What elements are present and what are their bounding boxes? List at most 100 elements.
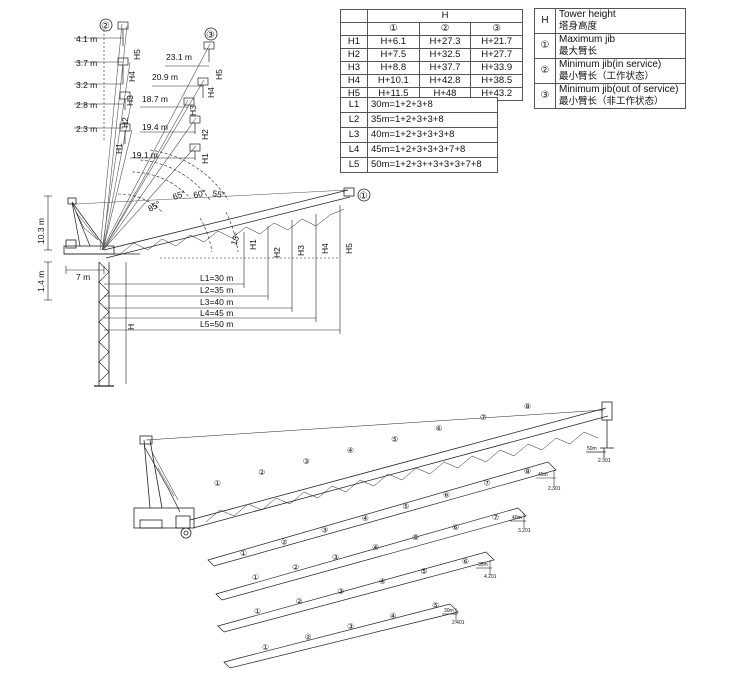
radius-dimensions [74,30,209,159]
jib-config-bars [207,461,557,669]
row-label: H1 [340,35,368,49]
cell: H+27.7 [470,48,523,62]
legend-symbol: ③ [534,83,556,109]
segment-label: ① [254,607,261,616]
cell: H+21.7 [470,35,523,49]
table-row: H2 H+7.5 H+32.5 H+27.7 [340,48,523,62]
segment-label: ① [240,549,247,558]
cell: H+27.3 [418,35,472,49]
row-label: L4 [340,142,368,158]
height-left-label: 3.7 m [76,58,97,68]
angle-label: 65° [171,188,187,202]
cell: H+32.5 [418,48,472,62]
h-small-right-label: H3 [188,105,198,116]
legend-row: ③ Minimum jib(out of service)最小臂长（非工作状态） [534,83,686,109]
legend-zh: 最大臂长 [559,46,598,57]
table-row: L5 50m=1+2+3++3+3+3+7+8 [340,157,498,173]
angle-arcs [117,149,239,253]
marker-circle-2 [99,18,113,32]
row-label: L1 [340,97,368,113]
table-row: H4 H+10.1 H+42.8 H+38.5 [340,74,523,88]
h-small-label: H1 [114,143,124,154]
h-small-right-label: H4 [206,87,216,98]
marker-3: ③ [206,30,215,41]
height-left-label: 2.8 m [76,100,97,110]
cell: H+10.1 [367,74,420,88]
cell: H+42.8 [418,74,472,88]
jib-length-label: L4=45 m [200,308,233,318]
cell: H+6.1 [367,35,420,49]
h-right-label: H3 [296,245,306,256]
jib-length-label: L2=35 m [200,285,233,295]
cell: 45m=1+2+3+3+3+7+8 [367,142,498,158]
cell: 40m=1+2+3+3+3+8 [367,127,498,143]
table-row: L4 45m=1+2+3+3+3+7+8 [340,142,498,158]
segment-label: ⑥ [462,557,469,566]
segment-label: ① [262,643,269,652]
height-table-col: ① [367,22,420,36]
height-left-label: 4.1 m [76,34,97,44]
raised-jib-positions [99,23,211,251]
segment-label: ③ [321,526,328,535]
segment-label: ⑤ [432,601,439,610]
row-label: H4 [340,74,368,88]
segment-label: ② [296,597,303,606]
config-load: 2.301 [548,486,561,492]
main-jib-elevation [75,187,355,259]
angle-label: 85° [146,199,162,214]
config-len: 30m [444,608,454,614]
segment-label: ⑦ [483,479,490,488]
h-small-right-label: H2 [200,129,210,140]
cell: H+38.5 [470,74,523,88]
height-1-4-label: 1.4 m [36,271,46,292]
height-table-corner [340,22,368,36]
height-right-label: 23.1 m [166,52,192,62]
h-right-label: H4 [320,243,330,254]
segment-label: ③ [332,553,339,562]
jib-length-table: L1 30m=1+2+3+8 L2 35m=1+2+3+3+8 L3 40m=1… [340,97,498,173]
angle-label: 15° [228,231,242,247]
cell: H+8.8 [367,61,420,75]
height-table-col: ③ [470,22,523,36]
segment-label: ⑧ [524,467,531,476]
segment-label: ⑦ [480,413,487,422]
legend-symbol: H [534,8,556,34]
config-len: 40m [512,515,522,521]
h-right-label: H1 [248,239,258,250]
height-right-label: 19.1 m [132,150,158,160]
width-7-label: 7 m [76,272,90,282]
jib-length-label: L3=40 m [200,297,233,307]
marker-circle-1 [357,188,371,202]
segment-label: ④ [362,514,369,523]
segment-label: ⑤ [412,533,419,542]
marker-circle-3 [204,27,218,41]
height-right-label: 18.7 m [142,94,168,104]
legend-zh: 塔身高度 [559,21,598,32]
h-small-label: H3 [125,95,135,106]
legend-row: ② Minimum jib(in service)最小臂长（工作状态） [534,58,686,84]
legend-symbol: ① [534,33,556,59]
h-small-label: H2 [120,117,130,128]
segment-label: ⑤ [391,435,398,444]
row-label: H2 [340,48,368,62]
config-len: 35m [478,562,488,568]
segment-label: ③ [303,457,310,466]
cell: 35m=1+2+3+3+8 [367,112,498,128]
segment-label: ② [292,563,299,572]
segment-label: ② [258,468,265,477]
config-load: 4.201 [484,574,497,580]
segment-label: ② [305,633,312,642]
tower-mast [94,261,114,387]
height-table: H ① ② ③ H1 H+6.1 H+27.3 H+21.7 H2 H+7.5 … [340,9,523,101]
h-small-right-label: H1 [200,153,210,164]
cell: 50m=1+2+3++3+3+3+7+8 [367,157,498,173]
segment-label: ⑥ [452,523,459,532]
raised-jib-tips [117,21,215,160]
height-left-label: 2.3 m [76,124,97,134]
marker-2: ② [101,21,110,32]
